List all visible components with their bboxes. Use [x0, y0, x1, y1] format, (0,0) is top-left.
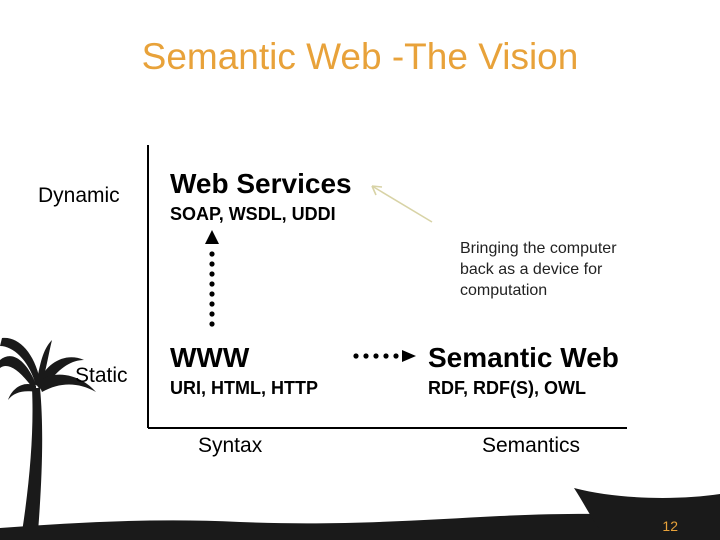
dotted-up-arrow — [205, 230, 219, 327]
www-protocols: URI, HTML, HTTP — [170, 378, 318, 398]
semantic-web-protocols: RDF, RDF(S), OWL — [428, 378, 586, 398]
palm-tree-icon — [0, 337, 96, 532]
axis-label-semantics: Semantics — [482, 434, 581, 457]
web-services-heading: Web Services — [170, 168, 352, 199]
page-number: 12 — [662, 518, 678, 534]
www-heading: WWW — [170, 342, 250, 373]
callout-line-2: back as a device for — [460, 261, 603, 278]
ground-silhouette — [0, 513, 720, 540]
dotted-right-arrow — [353, 350, 416, 362]
boat-icon — [574, 488, 720, 535]
axis-label-static: Static — [75, 364, 128, 387]
web-services-protocols: SOAP, WSDL, UDDI — [170, 204, 336, 224]
callout-line-1: Bringing the computer — [460, 240, 617, 257]
slide-title: Semantic Web -The Vision — [141, 36, 579, 77]
callout-arrow — [371, 185, 433, 223]
semantic-web-heading: Semantic Web — [428, 342, 619, 373]
callout-text: Bringing the computer back as a device f… — [460, 238, 617, 301]
callout-line-3: computation — [460, 282, 548, 299]
axis-label-syntax: Syntax — [198, 434, 263, 457]
axis-label-dynamic: Dynamic — [38, 184, 120, 207]
